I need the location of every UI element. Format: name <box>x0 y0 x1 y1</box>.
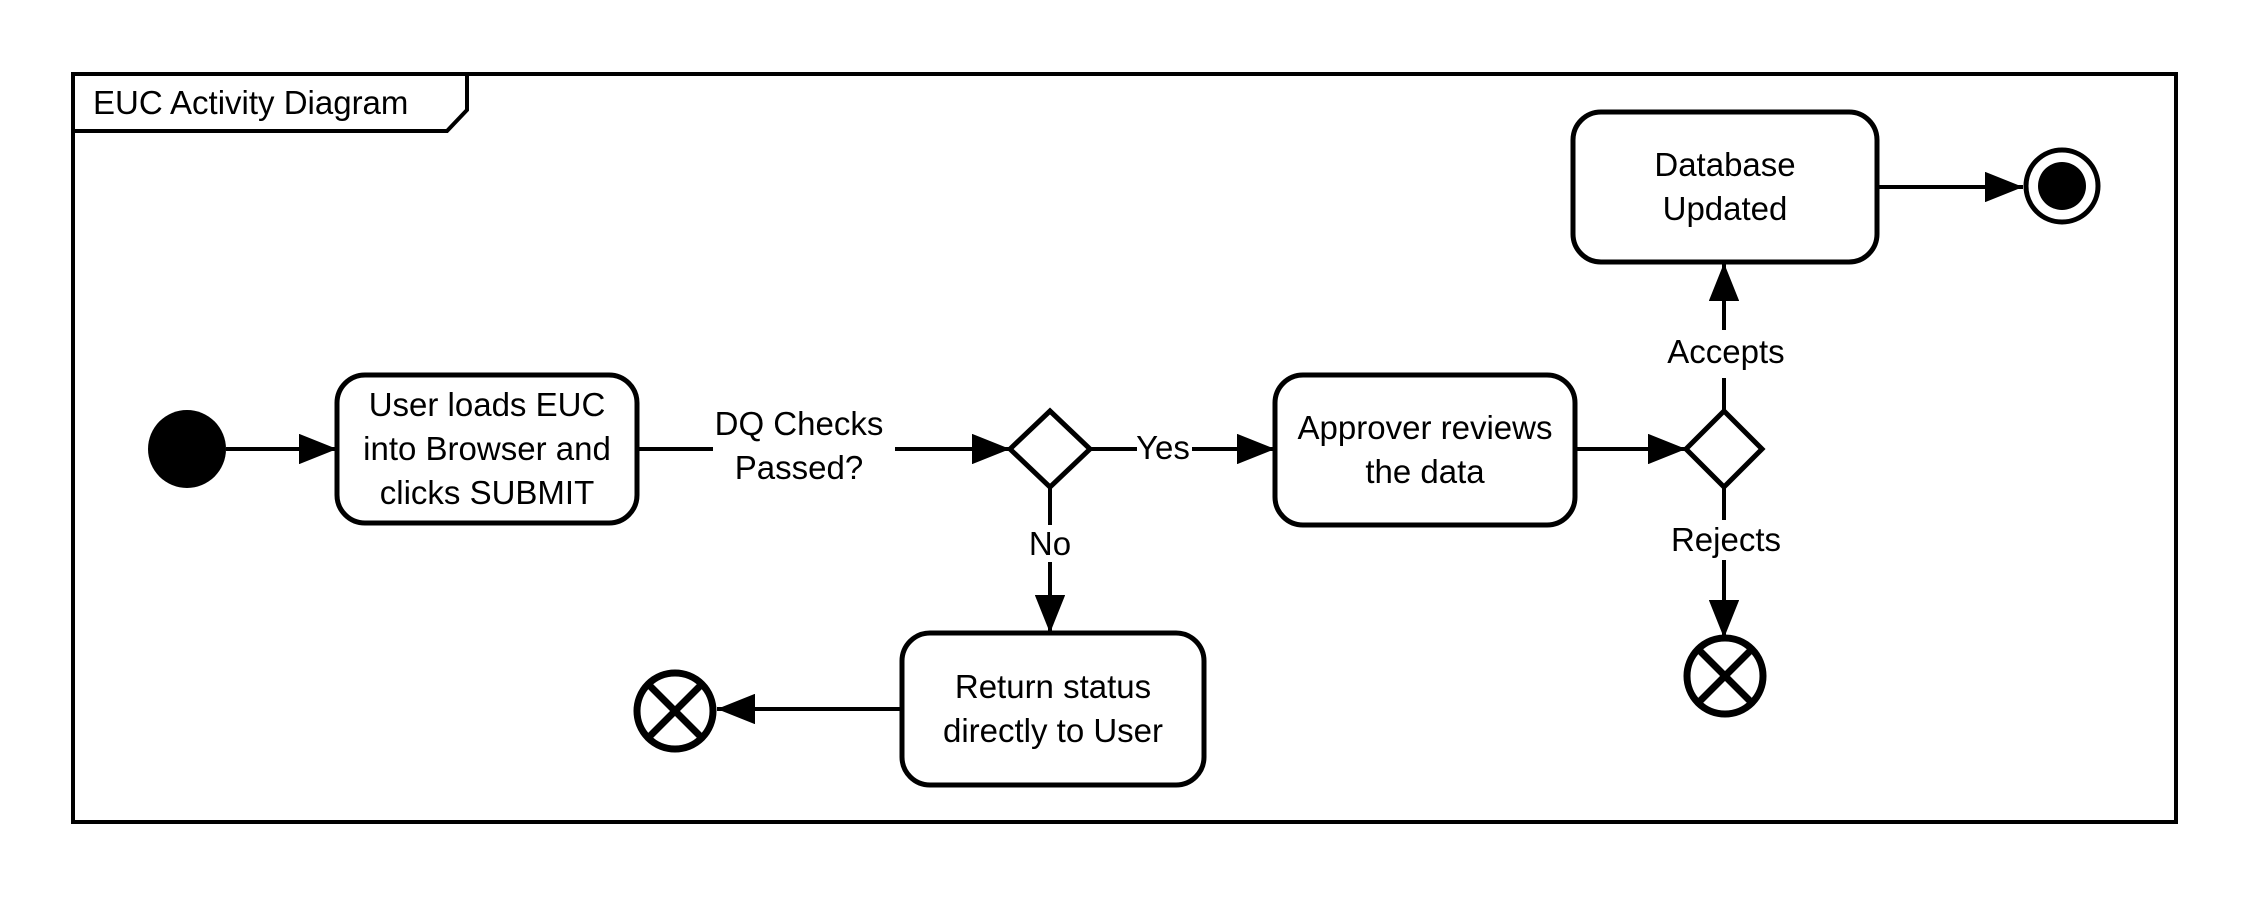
frame-title-tab <box>71 72 469 133</box>
action-database-updated-label: Database Updated <box>1573 112 1877 262</box>
action-approver-review-label: Approver reviews the data <box>1275 375 1575 525</box>
action-load-euc-text: User loads EUC into Browser and clicks S… <box>363 386 611 511</box>
action-return-status-label: Return status directly to User <box>902 633 1204 785</box>
edge-label-dq-checks: DQ Checks Passed? <box>714 405 884 486</box>
initial-node <box>148 410 226 488</box>
action-load-euc <box>334 372 640 526</box>
edges-layer <box>226 171 2023 725</box>
decision-review <box>1682 407 1766 491</box>
flow-final-reject-node <box>1683 634 1767 718</box>
activity-final-node <box>2023 147 2101 225</box>
edge-label-no: No <box>1028 525 1072 562</box>
action-load-euc-label: User loads EUC into Browser and clicks S… <box>337 375 637 523</box>
flow-final-status-node <box>633 669 717 753</box>
diagram-frame <box>71 72 2178 824</box>
frame-title: EUC Activity Diagram <box>93 83 409 121</box>
action-return-status-text: Return status directly to User <box>942 668 1164 749</box>
action-approver-review <box>1272 372 1578 528</box>
edge-label-rejects: Rejects <box>1670 521 1782 558</box>
action-return-status <box>899 630 1207 788</box>
action-database-updated-text: Database Updated <box>1654 146 1796 227</box>
decision-dq <box>1006 407 1094 491</box>
action-approver-review-text: Approver reviews the data <box>1297 409 1553 490</box>
edge-label-accepts: Accepts <box>1667 333 1785 370</box>
edge-label-yes: Yes <box>1136 429 1190 466</box>
action-database-updated <box>1570 109 1880 265</box>
